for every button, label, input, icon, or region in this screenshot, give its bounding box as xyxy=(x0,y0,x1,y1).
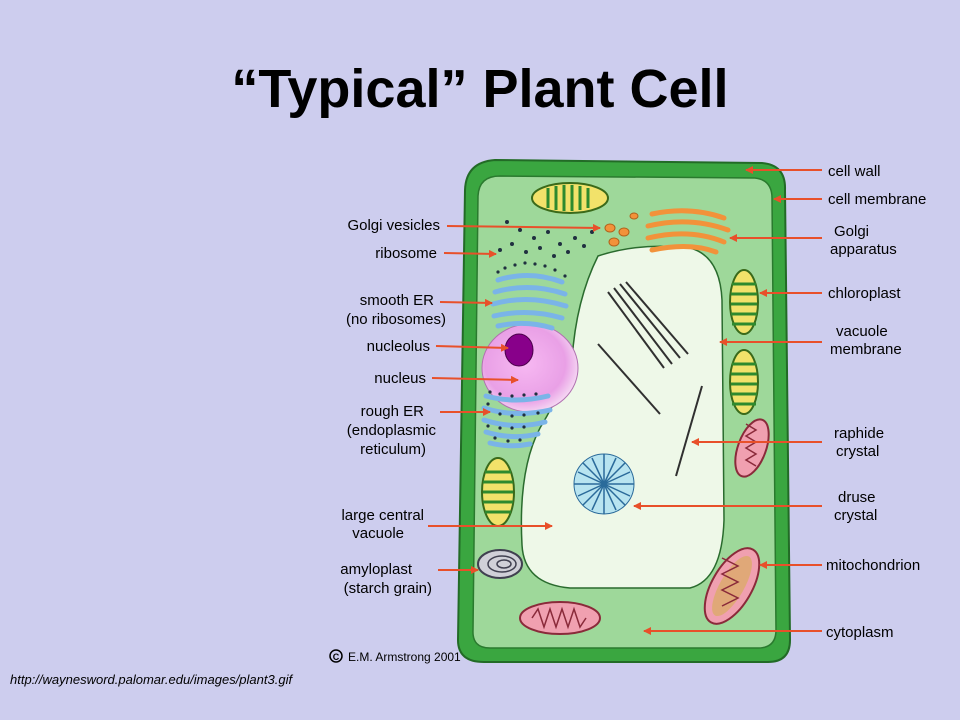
label-smooth-er: smooth ER xyxy=(360,292,434,309)
free-ribosomes xyxy=(498,220,594,258)
label-druse: druse xyxy=(838,489,876,506)
label-ribosome: ribosome xyxy=(375,245,437,262)
chloroplast-left xyxy=(481,457,515,527)
raphide-crystal xyxy=(597,281,703,477)
label-rough-er: rough ER xyxy=(361,403,425,420)
label-cytoplasm: cytoplasm xyxy=(826,624,894,641)
label-vacuole-membrane-2: membrane xyxy=(830,341,902,358)
mitochondrion-lower-right xyxy=(703,547,761,625)
chloroplast-right-lower xyxy=(729,349,759,415)
smooth-er xyxy=(490,272,569,331)
label-amyloplast: amyloplast xyxy=(340,561,413,578)
golgi-apparatus xyxy=(645,208,731,255)
amyloplast xyxy=(477,549,523,579)
right-labels: cell wall cell membrane Golgi apparatus … xyxy=(826,163,926,641)
label-golgi: Golgi xyxy=(834,223,869,240)
label-large-central-vacuole: large central xyxy=(341,507,424,524)
label-rough-er-note-2: reticulum) xyxy=(360,441,426,458)
label-smooth-er-note: (no ribosomes) xyxy=(346,311,446,328)
druse-crystal xyxy=(573,453,635,515)
nucleolus xyxy=(504,333,534,367)
label-nucleus: nucleus xyxy=(374,370,426,387)
label-cell-membrane: cell membrane xyxy=(828,191,926,208)
chloroplast-right-upper xyxy=(729,269,759,335)
label-druse-crystal: crystal xyxy=(834,507,877,524)
rough-er-ribosomes xyxy=(486,390,540,443)
label-raphide: raphide xyxy=(834,425,884,442)
copyright-text: E.M. Armstrong 2001 xyxy=(348,650,461,664)
label-chloroplast: chloroplast xyxy=(828,285,901,302)
copyright-notice: C E.M. Armstrong 2001 xyxy=(329,649,461,664)
label-cell-wall: cell wall xyxy=(828,163,881,180)
chloroplast-top xyxy=(531,182,609,214)
svg-text:C: C xyxy=(333,652,340,662)
mitochondrion-bottom xyxy=(519,601,601,635)
label-amyloplast-note: (starch grain) xyxy=(344,580,432,597)
label-golgi-apparatus: apparatus xyxy=(830,241,897,258)
golgi-vesicles xyxy=(604,212,639,247)
label-mitochondrion: mitochondrion xyxy=(826,557,920,574)
label-arrows xyxy=(428,166,822,635)
label-large-central-vacuole-2: vacuole xyxy=(352,525,404,542)
er-ribosomes xyxy=(496,261,567,278)
label-vacuole-membrane: vacuole xyxy=(836,323,888,340)
label-nucleolus: nucleolus xyxy=(367,338,430,355)
slide-title: “Typical” Plant Cell xyxy=(231,59,729,119)
left-labels: Golgi vesicles ribosome smooth ER (no ri… xyxy=(340,217,446,597)
label-golgi-vesicles: Golgi vesicles xyxy=(347,217,440,234)
label-raphide-crystal: crystal xyxy=(836,443,879,460)
label-rough-er-note-1: (endoplasmic xyxy=(347,422,437,439)
mitochondrion-upper-right xyxy=(734,418,770,478)
source-url[interactable]: http://waynesword.palomar.edu/images/pla… xyxy=(10,672,293,687)
